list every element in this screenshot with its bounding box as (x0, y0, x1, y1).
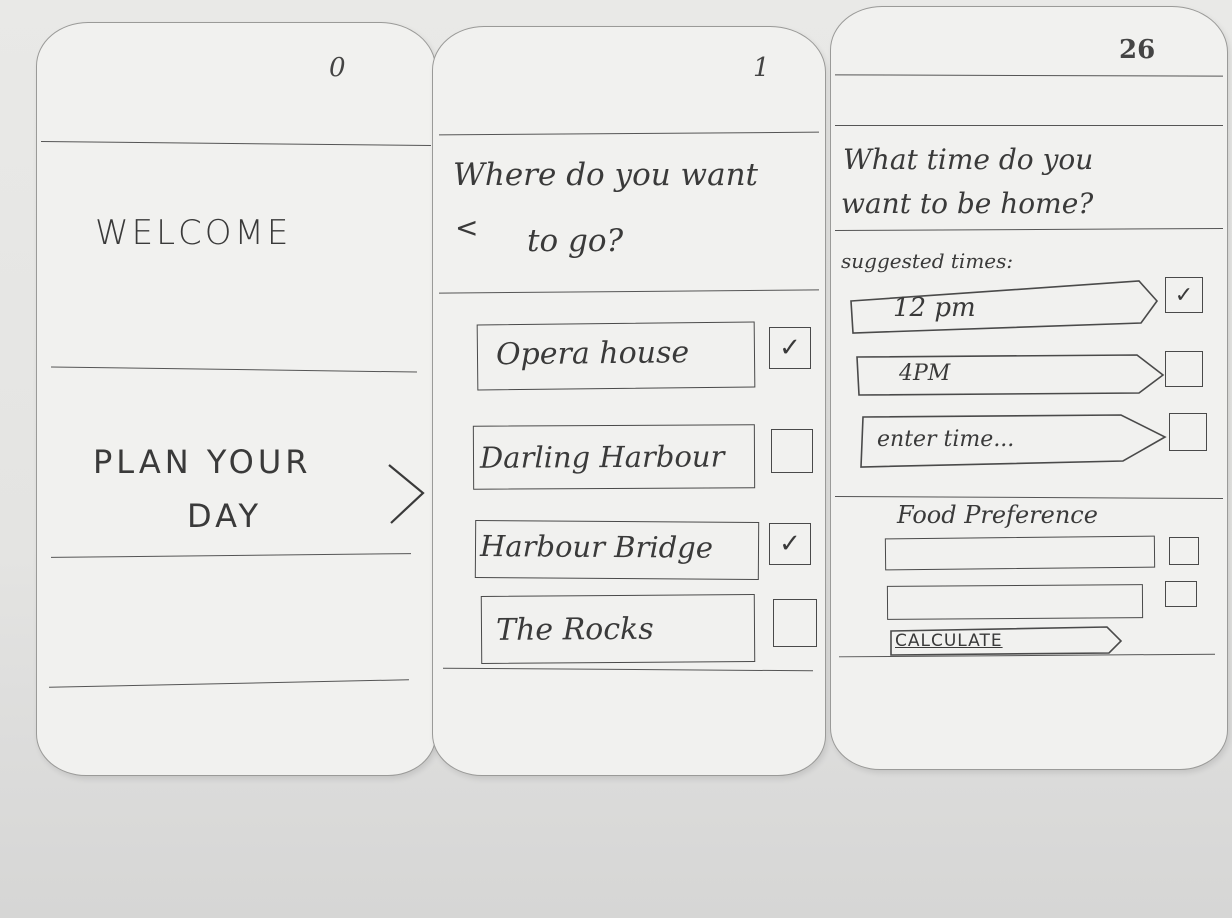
food-preference-field-1[interactable] (884, 535, 1156, 571)
footer-divider (49, 679, 409, 688)
time-option-label: 4PM (899, 361, 951, 386)
time-input-enter-time[interactable]: enter time... (859, 413, 1169, 469)
destination-option-opera-house[interactable]: Opera house (476, 321, 756, 391)
footer-divider (443, 667, 813, 672)
section-divider (835, 227, 1223, 232)
plan-your-day-label-line1: PLAN YOUR (93, 443, 312, 481)
destination-label: The Rocks (495, 611, 654, 648)
page-title-line2: want to be home? (841, 187, 1094, 220)
section-divider (51, 553, 411, 558)
time-checkbox-4pm[interactable] (1165, 351, 1203, 387)
check-icon: ✓ (1174, 282, 1194, 308)
destination-option-harbour-bridge[interactable]: Harbour Bridge (474, 520, 760, 580)
section-divider (51, 366, 417, 373)
welcome-heading: WELCOME (95, 213, 292, 253)
calculate-label: CALCULATE (895, 631, 1003, 651)
page-title-line1: What time do you (843, 143, 1094, 176)
section-divider (439, 289, 819, 294)
chevron-left-icon[interactable]: < (455, 211, 479, 244)
time-checkbox-12pm[interactable]: ✓ (1165, 277, 1203, 313)
page-title-line2: to go? (527, 223, 624, 259)
check-icon: ✓ (779, 333, 801, 363)
destination-option-darling-harbour[interactable]: Darling Harbour (472, 424, 756, 490)
time-checkbox-enter-time[interactable] (1169, 413, 1207, 451)
phone-screen-destinations: 1 Where do you want to go? < Opera house… (432, 26, 826, 776)
phone-screen-return-time: 26 What time do you want to be home? sug… (830, 6, 1228, 770)
time-option-4pm[interactable]: 4PM (855, 353, 1167, 397)
section-divider (835, 495, 1223, 500)
destination-checkbox-darling-harbour[interactable] (771, 429, 813, 473)
destination-checkbox-the-rocks[interactable] (773, 599, 817, 647)
page-number: 0 (329, 53, 346, 83)
plan-your-day-button[interactable]: PLAN YOUR DAY (47, 403, 431, 553)
destination-checkbox-opera-house[interactable]: ✓ (769, 327, 811, 369)
suggested-times-label: suggested times: (841, 249, 1014, 273)
time-option-label: 12 pm (893, 293, 976, 323)
check-icon: ✓ (779, 529, 801, 559)
food-preference-checkbox-2[interactable] (1165, 581, 1197, 607)
destination-label: Darling Harbour (479, 439, 725, 475)
page-title-line1: Where do you want (453, 157, 758, 193)
destination-option-the-rocks[interactable]: The Rocks (480, 594, 756, 664)
time-input-placeholder: enter time... (877, 427, 1015, 452)
destination-checkbox-harbour-bridge[interactable]: ✓ (769, 523, 811, 565)
food-preference-field-2[interactable] (886, 584, 1144, 620)
food-preference-label: Food Preference (897, 501, 1098, 529)
chevron-right-icon (388, 464, 425, 524)
header-divider (835, 125, 1223, 126)
calculate-button[interactable]: CALCULATE (889, 623, 1125, 657)
header-divider (41, 140, 431, 147)
header-divider (834, 74, 1224, 77)
plan-your-day-label-line2: DAY (187, 497, 263, 535)
page-number: 1 (753, 53, 770, 83)
food-preference-checkbox-1[interactable] (1169, 537, 1199, 565)
destination-label: Harbour Bridge (479, 529, 714, 565)
destination-label: Opera house (495, 335, 690, 373)
phone-screen-welcome: 0 WELCOME PLAN YOUR DAY (36, 22, 436, 776)
header-divider (439, 131, 819, 136)
time-option-12pm[interactable]: 12 pm (849, 275, 1159, 337)
page-number: 26 (1119, 35, 1156, 65)
